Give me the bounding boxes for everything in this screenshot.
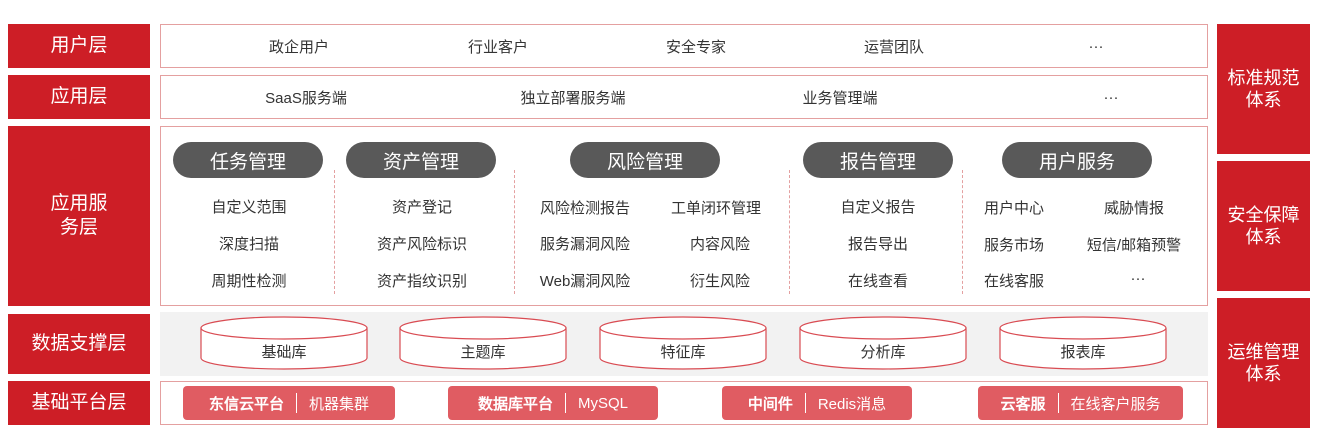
separator <box>1057 393 1059 413</box>
service-item: 周期性检测 <box>211 273 287 290</box>
service-item: 工单闭环管理 <box>670 200 762 217</box>
platform-value: 在线客户服务 <box>1070 395 1161 413</box>
service-item: 报告导出 <box>847 236 909 253</box>
service-item: 服务漏洞风险 <box>539 236 631 253</box>
database-cylinder: 报表库 <box>999 316 1167 370</box>
user-item: 政企用户 <box>268 38 330 56</box>
platform-item: 数据库平台 MySQL <box>448 386 658 420</box>
service-item: 在线查看 <box>847 273 909 290</box>
user-item: 运营团队 <box>863 38 925 56</box>
platform-key: 中间件 <box>747 395 793 413</box>
database-label: 特征库 <box>660 344 705 361</box>
service-item: 风险检测报告 <box>539 200 631 217</box>
platform-value: MySQL <box>578 394 629 412</box>
service-item: 短信/邮箱预警 <box>1086 237 1182 254</box>
service-item: 自定义报告 <box>840 199 916 216</box>
user-layer-row: 政企用户 行业客户 安全专家 运营团队 ··· <box>160 24 1208 68</box>
database-label: 分析库 <box>860 344 905 361</box>
service-item: 衍生风险 <box>689 273 751 290</box>
service-item: 资产登记 <box>391 199 453 216</box>
service-item: Web漏洞风险 <box>539 273 631 290</box>
service-item: 资产指纹识别 <box>376 273 468 290</box>
platform-key: 东信云平台 <box>208 395 284 413</box>
user-item: 安全专家 <box>665 38 727 56</box>
service-item: 服务市场 <box>983 237 1045 254</box>
service-item: 用户中心 <box>983 200 1045 217</box>
service-item: 自定义范围 <box>211 199 287 216</box>
platform-item: 中间件 Redis消息 <box>722 386 912 420</box>
database-cylinder: 基础库 <box>200 316 368 370</box>
layer-label-user: 用户层 <box>8 24 150 68</box>
app-layer-row: SaaS服务端 独立部署服务端 业务管理端 ··· <box>160 75 1208 119</box>
platform-key: 数据库平台 <box>477 395 553 413</box>
app-item: 业务管理端 <box>802 89 878 107</box>
service-item: 威胁情报 <box>1103 200 1165 217</box>
database-cylinder: 特征库 <box>599 316 767 370</box>
platform-value: 机器集群 <box>309 395 370 413</box>
service-group-title: 报告管理 <box>803 142 953 178</box>
layer-label-platform: 基础平台层 <box>8 381 150 425</box>
divider <box>334 170 335 294</box>
platform-value: Redis消息 <box>817 395 887 413</box>
app-item: SaaS服务端 <box>265 89 347 107</box>
divider <box>962 170 963 294</box>
app-item: 独立部署服务端 <box>520 89 626 107</box>
service-item: 在线客服 <box>983 273 1045 290</box>
right-label-security: 安全保障 体系 <box>1217 161 1310 291</box>
service-item: 深度扫描 <box>218 236 280 253</box>
service-item: 资产风险标识 <box>376 236 468 253</box>
service-item: 内容风险 <box>689 236 751 253</box>
database-label: 基础库 <box>261 344 306 361</box>
service-group-title: 资产管理 <box>346 142 496 178</box>
platform-item: 云客服 在线客户服务 <box>978 386 1183 420</box>
service-group-title: 用户服务 <box>1002 142 1152 178</box>
database-cylinder: 主题库 <box>399 316 567 370</box>
app-item: ··· <box>1103 88 1119 106</box>
right-label-ops: 运维管理 体系 <box>1217 298 1310 428</box>
layer-label-app: 应用层 <box>8 75 150 119</box>
separator <box>804 393 806 413</box>
user-item: 行业客户 <box>467 38 529 56</box>
database-label: 主题库 <box>460 344 505 361</box>
layer-label-data: 数据支撑层 <box>8 314 150 374</box>
separator <box>296 393 297 413</box>
layer-label-service-text: 应用服务层 <box>50 193 108 238</box>
user-item: ··· <box>1088 37 1104 55</box>
database-label: 报表库 <box>1060 344 1105 361</box>
database-group: 基础库 主题库 特征库 分析库 报表库 <box>200 316 1167 370</box>
right-label-standards: 标准规范 体系 <box>1217 24 1310 154</box>
platform-key: 云客服 <box>1000 395 1046 413</box>
service-item: ··· <box>1130 270 1146 287</box>
divider <box>514 170 515 294</box>
service-group-title: 风险管理 <box>570 142 720 178</box>
platform-item: 东信云平台 机器集群 <box>183 386 395 420</box>
database-cylinder: 分析库 <box>799 316 967 370</box>
layer-label-service: 应用服务层 <box>8 126 150 306</box>
service-group-title: 任务管理 <box>173 142 323 178</box>
separator <box>565 393 566 413</box>
divider <box>789 170 790 294</box>
